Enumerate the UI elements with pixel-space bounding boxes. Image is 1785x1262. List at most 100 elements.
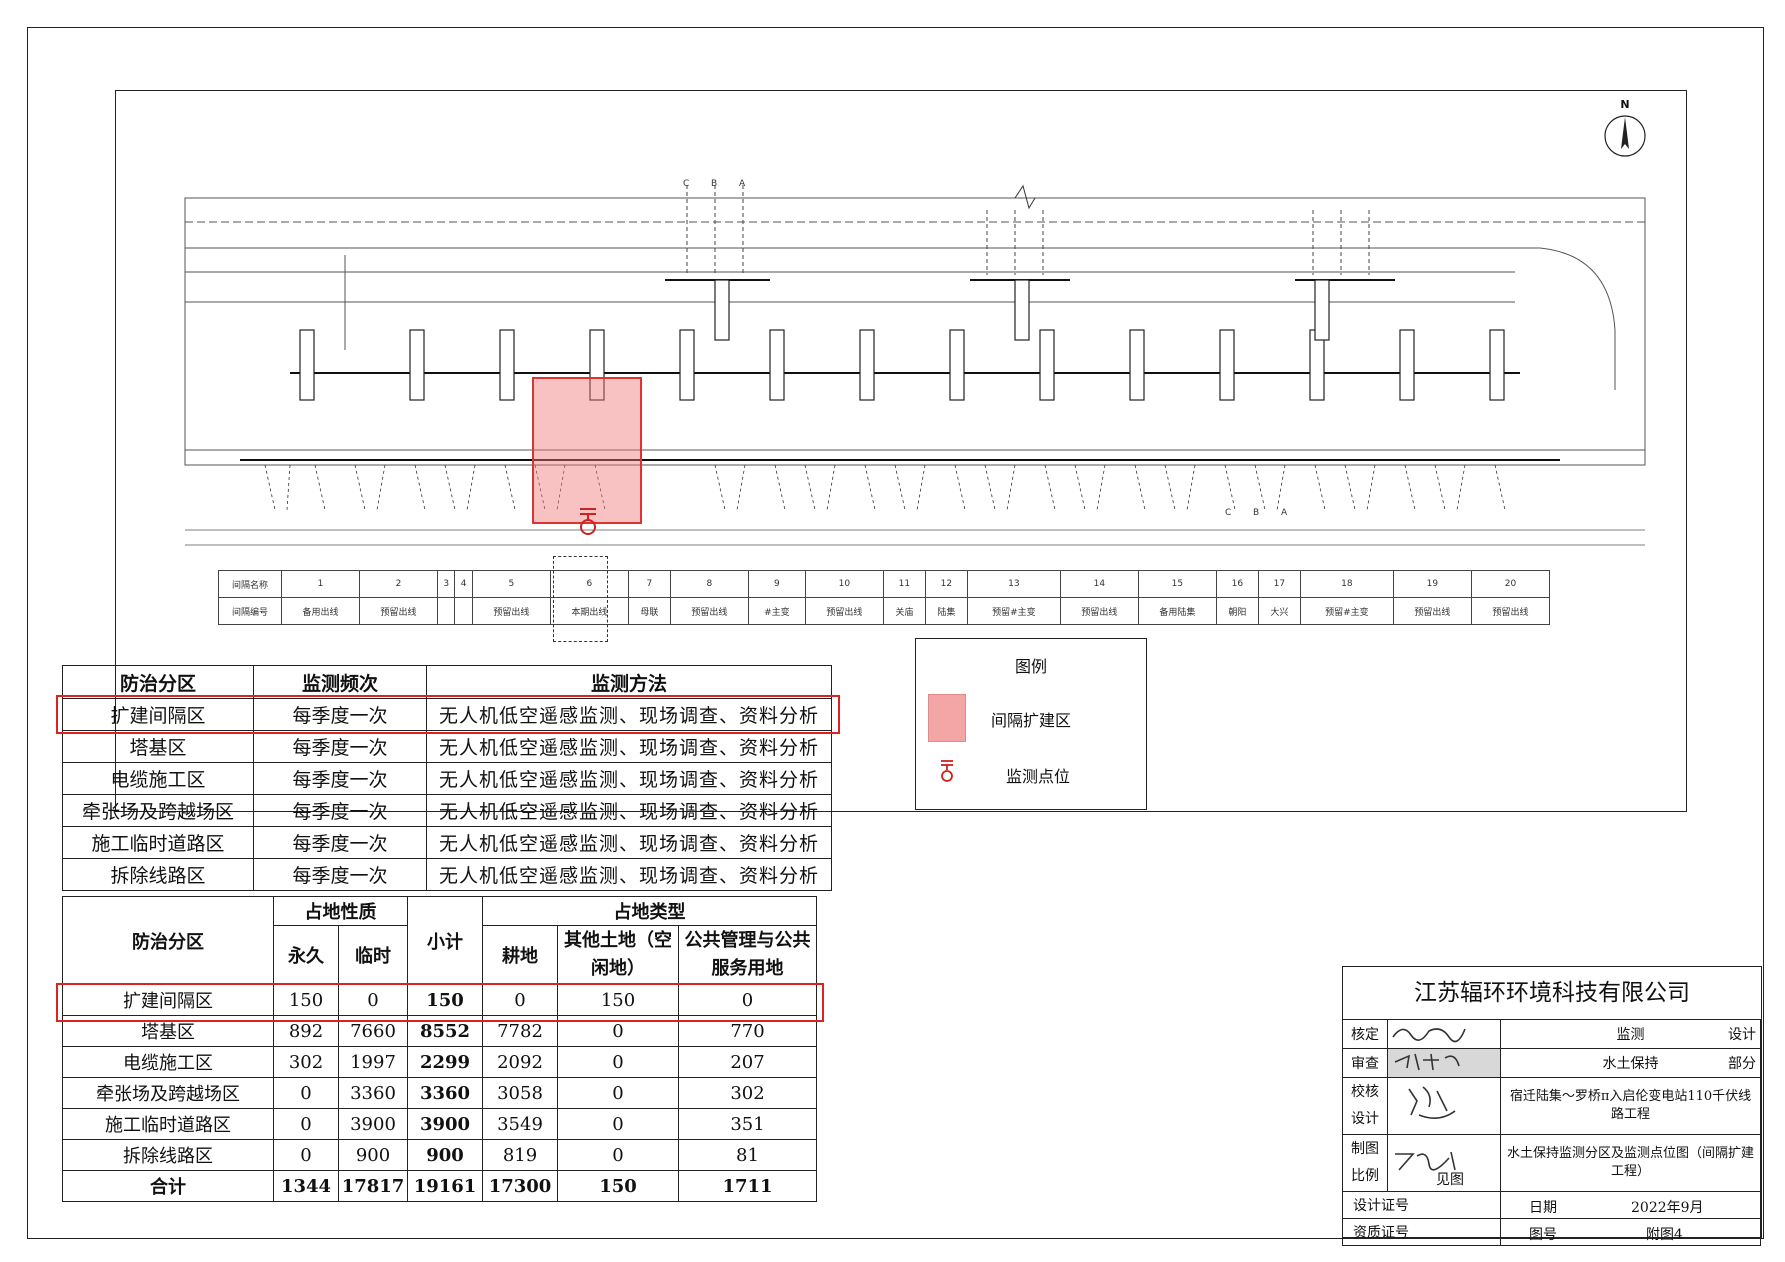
monitor-table-row: 扩建间隔区每季度一次无人机低空遥感监测、现场调查、资料分析: [62, 698, 832, 731]
tb-date-cell: 日期 2022年9月: [1500, 1191, 1761, 1219]
land-table-cell: 3900: [338, 1108, 408, 1140]
monitor-table-cell: 每季度一次: [253, 858, 427, 891]
monitor-table-cell: 每季度一次: [253, 826, 427, 859]
phase-label-b: B: [711, 179, 717, 189]
bay-row1-header: 间隔名称: [218, 570, 282, 598]
phase-label-b-lower: B: [1253, 508, 1259, 518]
tb-signature-review: [1387, 1048, 1501, 1078]
legend-box: 图例 间隔扩建区 监测点位: [915, 638, 1147, 810]
bay-number: 11: [882, 570, 926, 598]
land-table-cell: 207: [678, 1046, 817, 1078]
tb-label-design-cert: 设计证号: [1342, 1191, 1501, 1219]
bay-name: 预留#主变: [966, 597, 1061, 625]
bay-number: 14: [1059, 570, 1139, 598]
monitor-table-cell: 无人机低空遥感监测、现场调查、资料分析: [426, 794, 832, 827]
bay-number: 13: [966, 570, 1061, 598]
legend-monitor-point-icon: [941, 760, 953, 782]
land-table-cell: 150: [407, 984, 483, 1016]
monitor-header-zone: 防治分区: [62, 665, 254, 699]
monitor-header-frequency: 监测频次: [253, 665, 427, 699]
bay-name: 大兴: [1257, 597, 1301, 625]
monitor-table-cell: 牵张场及跨越场区: [62, 794, 254, 827]
bay-number: 16: [1215, 570, 1259, 598]
tb-scale-cell: 见图: [1387, 1134, 1501, 1192]
land-table-cell: 3360: [338, 1077, 408, 1109]
monitor-header-method: 监测方法: [426, 665, 832, 699]
tb-signature-check: [1387, 1077, 1501, 1135]
bay-number: 3: [436, 570, 456, 598]
land-table-cell: 3549: [482, 1108, 558, 1140]
land-table-cell: 施工临时道路区: [62, 1108, 274, 1140]
monitor-table-cell: 塔基区: [62, 730, 254, 763]
tb-drawing-title: 水土保持监测分区及监测点位图（间隔扩建工程）: [1500, 1134, 1761, 1192]
tb-figure-cell: 图号 附图4: [1500, 1218, 1761, 1246]
signature-mark: [1395, 1151, 1456, 1171]
monitor-table-cell: 无人机低空遥感监测、现场调查、资料分析: [426, 762, 832, 795]
bay-name: 母联: [627, 597, 671, 625]
signature-mark: [1392, 1028, 1466, 1043]
bay-number: 17: [1257, 570, 1301, 598]
bay-name: 预留出线: [358, 597, 438, 625]
land-table-cell: 3360: [407, 1077, 483, 1109]
drawing-frame: [115, 90, 1687, 812]
bay-number: 9: [747, 570, 806, 598]
land-header-other: 其他土地（空闲地）: [557, 925, 679, 985]
legend-label-expansion: 间隔扩建区: [991, 711, 1072, 730]
bay-name: #主变: [747, 597, 806, 625]
monitor-table-cell: 无人机低空遥感监测、现场调查、资料分析: [426, 826, 832, 859]
land-table-cell: 1711: [678, 1170, 817, 1202]
monitor-table-cell: 每季度一次: [253, 698, 427, 731]
tb-dept-monitor: 监测 设计: [1500, 1019, 1761, 1049]
bay-name: 朝阳: [1215, 597, 1259, 625]
bay-row2-header: 间隔编号: [218, 597, 282, 625]
land-table-cell: 17300: [482, 1170, 558, 1202]
land-table-cell: 1344: [273, 1170, 339, 1202]
bay-name: 陆集: [924, 597, 968, 625]
land-table-cell: 2299: [407, 1046, 483, 1078]
land-table-cell: 17817: [338, 1170, 408, 1202]
land-table-cell: 81: [678, 1139, 817, 1171]
monitor-point-icon: [580, 508, 596, 535]
tb-label-approve: 核定: [1342, 1019, 1388, 1049]
land-table-cell: 拆除线路区: [62, 1139, 274, 1171]
land-table-cell: 19161: [407, 1170, 483, 1202]
land-table-cell: 900: [338, 1139, 408, 1171]
land-table-cell: 302: [273, 1046, 339, 1078]
north-label: N: [1620, 98, 1630, 111]
tb-scale-value: 见图: [1436, 1172, 1464, 1188]
monitor-table-cell: 每季度一次: [253, 762, 427, 795]
bay-name: 预留出线: [669, 597, 749, 625]
land-table-cell: 0: [482, 984, 558, 1016]
monitor-table-cell: 施工临时道路区: [62, 826, 254, 859]
signature-mark: [1408, 1086, 1456, 1119]
land-table-cell: 150: [273, 984, 339, 1016]
bay-number: 10: [804, 570, 884, 598]
compass-icon: [1604, 115, 1646, 157]
expansion-bay-area: [532, 377, 642, 524]
tb-project-name: 宿迁陆集～罗桥π入启伦变电站110千伏线路工程: [1500, 1077, 1761, 1135]
monitor-table-cell: 扩建间隔区: [62, 698, 254, 731]
legend-label-monitor: 监测点位: [1006, 767, 1071, 786]
bay-number: 1: [281, 570, 360, 598]
land-table-cell: 819: [482, 1139, 558, 1171]
land-header-nature: 占地性质: [273, 896, 408, 926]
bay-number: 20: [1470, 570, 1551, 598]
land-header-temporary: 临时: [338, 925, 408, 985]
phase-label-c-lower: C: [1225, 508, 1231, 518]
sheet-border: [27, 27, 1764, 1239]
title-block-grid: 核定 监测 设计 审查 水土保持 部分 校核 设计: [1342, 1019, 1761, 1246]
land-table-cell: 牵张场及跨越场区: [62, 1077, 274, 1109]
monitor-table-header: 防治分区 监测频次 监测方法: [62, 665, 832, 699]
land-header-subtotal: 小计: [407, 896, 483, 985]
monitor-table-cell: 无人机低空遥感监测、现场调查、资料分析: [426, 698, 832, 731]
bay-name-row: 间隔编号 备用出线预留出线预留出线本期出线母联预留出线#主变预留出线关庙陆集预留…: [218, 597, 1551, 625]
land-table-cell: 1997: [338, 1046, 408, 1078]
land-table-cell: 合计: [62, 1170, 274, 1202]
phase-label-a-lower: A: [1281, 508, 1288, 518]
land-header-farmland: 耕地: [482, 925, 558, 985]
land-table-cell: 0: [557, 1139, 679, 1171]
